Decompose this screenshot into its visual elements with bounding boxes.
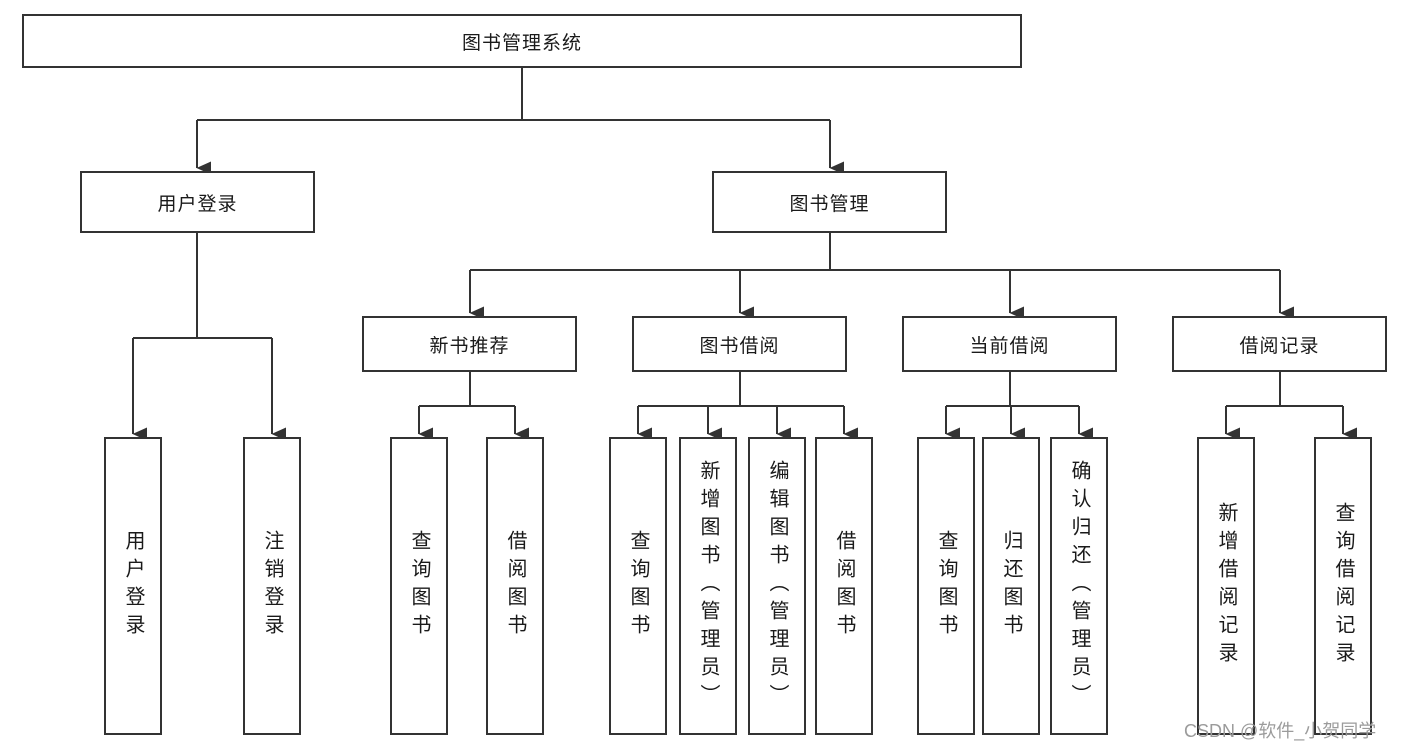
leaf-query-books-recommend: 查询图书 [390,437,448,735]
leaf-user-login: 用户登录 [104,437,162,735]
csdn-watermark: CSDN @软件_小贺同学 [1184,721,1377,741]
leaf-borrow-books-borrowing-label: 借阅图书 [833,530,855,642]
leaf-query-borrow-record-label: 查询借阅记录 [1332,502,1354,670]
leaf-edit-book-admin: 编辑图书（管理员） [748,437,806,735]
node-book-borrowing: 图书借阅 [632,316,847,372]
node-current-borrowing-label: 当前借阅 [969,335,1050,357]
node-new-book-recommend-label: 新书推荐 [429,335,510,357]
leaf-query-borrow-record: 查询借阅记录 [1314,437,1372,735]
leaf-logout-login-label: 注销登录 [261,530,283,642]
leaf-query-books-borrowing-label: 查询图书 [627,530,649,642]
leaf-borrow-books-recommend-label: 借阅图书 [504,530,526,642]
node-book-borrowing-label: 图书借阅 [699,335,780,357]
leaf-add-borrow-record: 新增借阅记录 [1197,437,1255,735]
leaf-edit-book-admin-label: 编辑图书（管理员） [766,460,788,712]
leaf-query-books-borrowing: 查询图书 [609,437,667,735]
leaf-add-book-admin: 新增图书（管理员） [679,437,737,735]
leaf-borrow-books-borrowing: 借阅图书 [815,437,873,735]
leaf-confirm-return-admin-label: 确认归还（管理员） [1068,460,1090,712]
leaf-user-login-label: 用户登录 [122,530,144,642]
leaf-query-books-current-label: 查询图书 [935,530,957,642]
node-book-management-label: 图书管理 [789,193,870,215]
node-current-borrowing: 当前借阅 [902,316,1117,372]
leaf-logout-login: 注销登录 [243,437,301,735]
node-borrowing-records-label: 借阅记录 [1239,335,1320,357]
leaf-borrow-books-recommend: 借阅图书 [486,437,544,735]
leaf-return-books: 归还图书 [982,437,1040,735]
node-library-system-label: 图书管理系统 [461,32,582,54]
node-user-login-label: 用户登录 [157,193,238,215]
leaf-query-books-recommend-label: 查询图书 [408,530,430,642]
node-book-management: 图书管理 [712,171,947,233]
node-new-book-recommend: 新书推荐 [362,316,577,372]
leaf-add-book-admin-label: 新增图书（管理员） [697,460,719,712]
leaf-confirm-return-admin: 确认归还（管理员） [1050,437,1108,735]
leaf-return-books-label: 归还图书 [1000,530,1022,642]
leaf-add-borrow-record-label: 新增借阅记录 [1215,502,1237,670]
leaf-query-books-current: 查询图书 [917,437,975,735]
node-borrowing-records: 借阅记录 [1172,316,1387,372]
node-library-system: 图书管理系统 [22,14,1022,68]
node-user-login: 用户登录 [80,171,315,233]
